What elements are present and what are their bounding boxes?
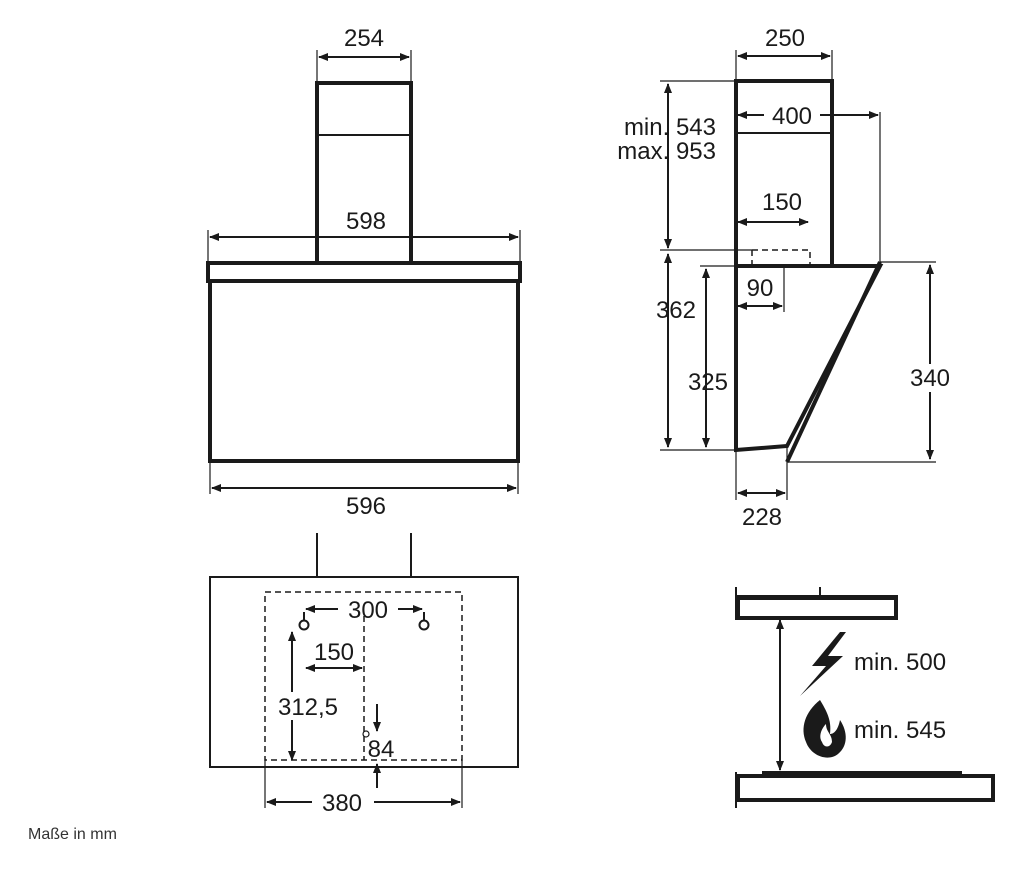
label-frame-width: 380 [322,790,362,817]
label-side-outlet-depth: 90 [747,275,774,302]
clearance-view: min. 500 min. 545 [735,587,995,808]
clearance-hood [736,596,898,620]
label-side-min: min. 543 [624,114,716,141]
side-glass [785,261,882,463]
label-hole-distance: 300 [348,597,388,624]
right-hook-icon [418,612,430,631]
mounting-outline [209,576,519,768]
label-vertical-distance: 312,5 [278,694,338,721]
label-front-hood: 598 [346,208,386,235]
label-front-chimney: 254 [344,25,384,52]
label-small-offset: 84 [368,736,395,763]
front-view: 254 598 596 [206,25,522,520]
side-view: 250 min. 543 max. 953 400 150 90 362 325… [617,25,958,531]
label-clearance-gas: min. 545 [854,717,946,744]
left-hook-icon [298,612,310,631]
electric-icon [800,632,846,696]
label-side-max: max. 953 [617,138,716,165]
svg-text:340: 340 [910,365,950,392]
label-side-outlet-offset: 150 [762,189,802,216]
label-side-chimney: 250 [765,25,805,52]
label-side-back: 325 [688,369,728,396]
label-side-depth: 400 [772,103,812,130]
label-front-bottom: 596 [346,493,386,520]
mounting-view: 300 150 312,5 84 380 [209,533,519,817]
units-caption: Maße in mm [28,826,117,843]
label-side-total: 362 [656,297,696,324]
label-clearance-electric: min. 500 [854,649,946,676]
front-hood-panel [208,279,520,463]
label-hole-offset: 150 [314,639,354,666]
screw-point [362,730,370,738]
front-hood-cap [206,261,522,283]
clearance-cooktop [736,774,995,802]
label-side-bottom: 228 [742,504,782,531]
